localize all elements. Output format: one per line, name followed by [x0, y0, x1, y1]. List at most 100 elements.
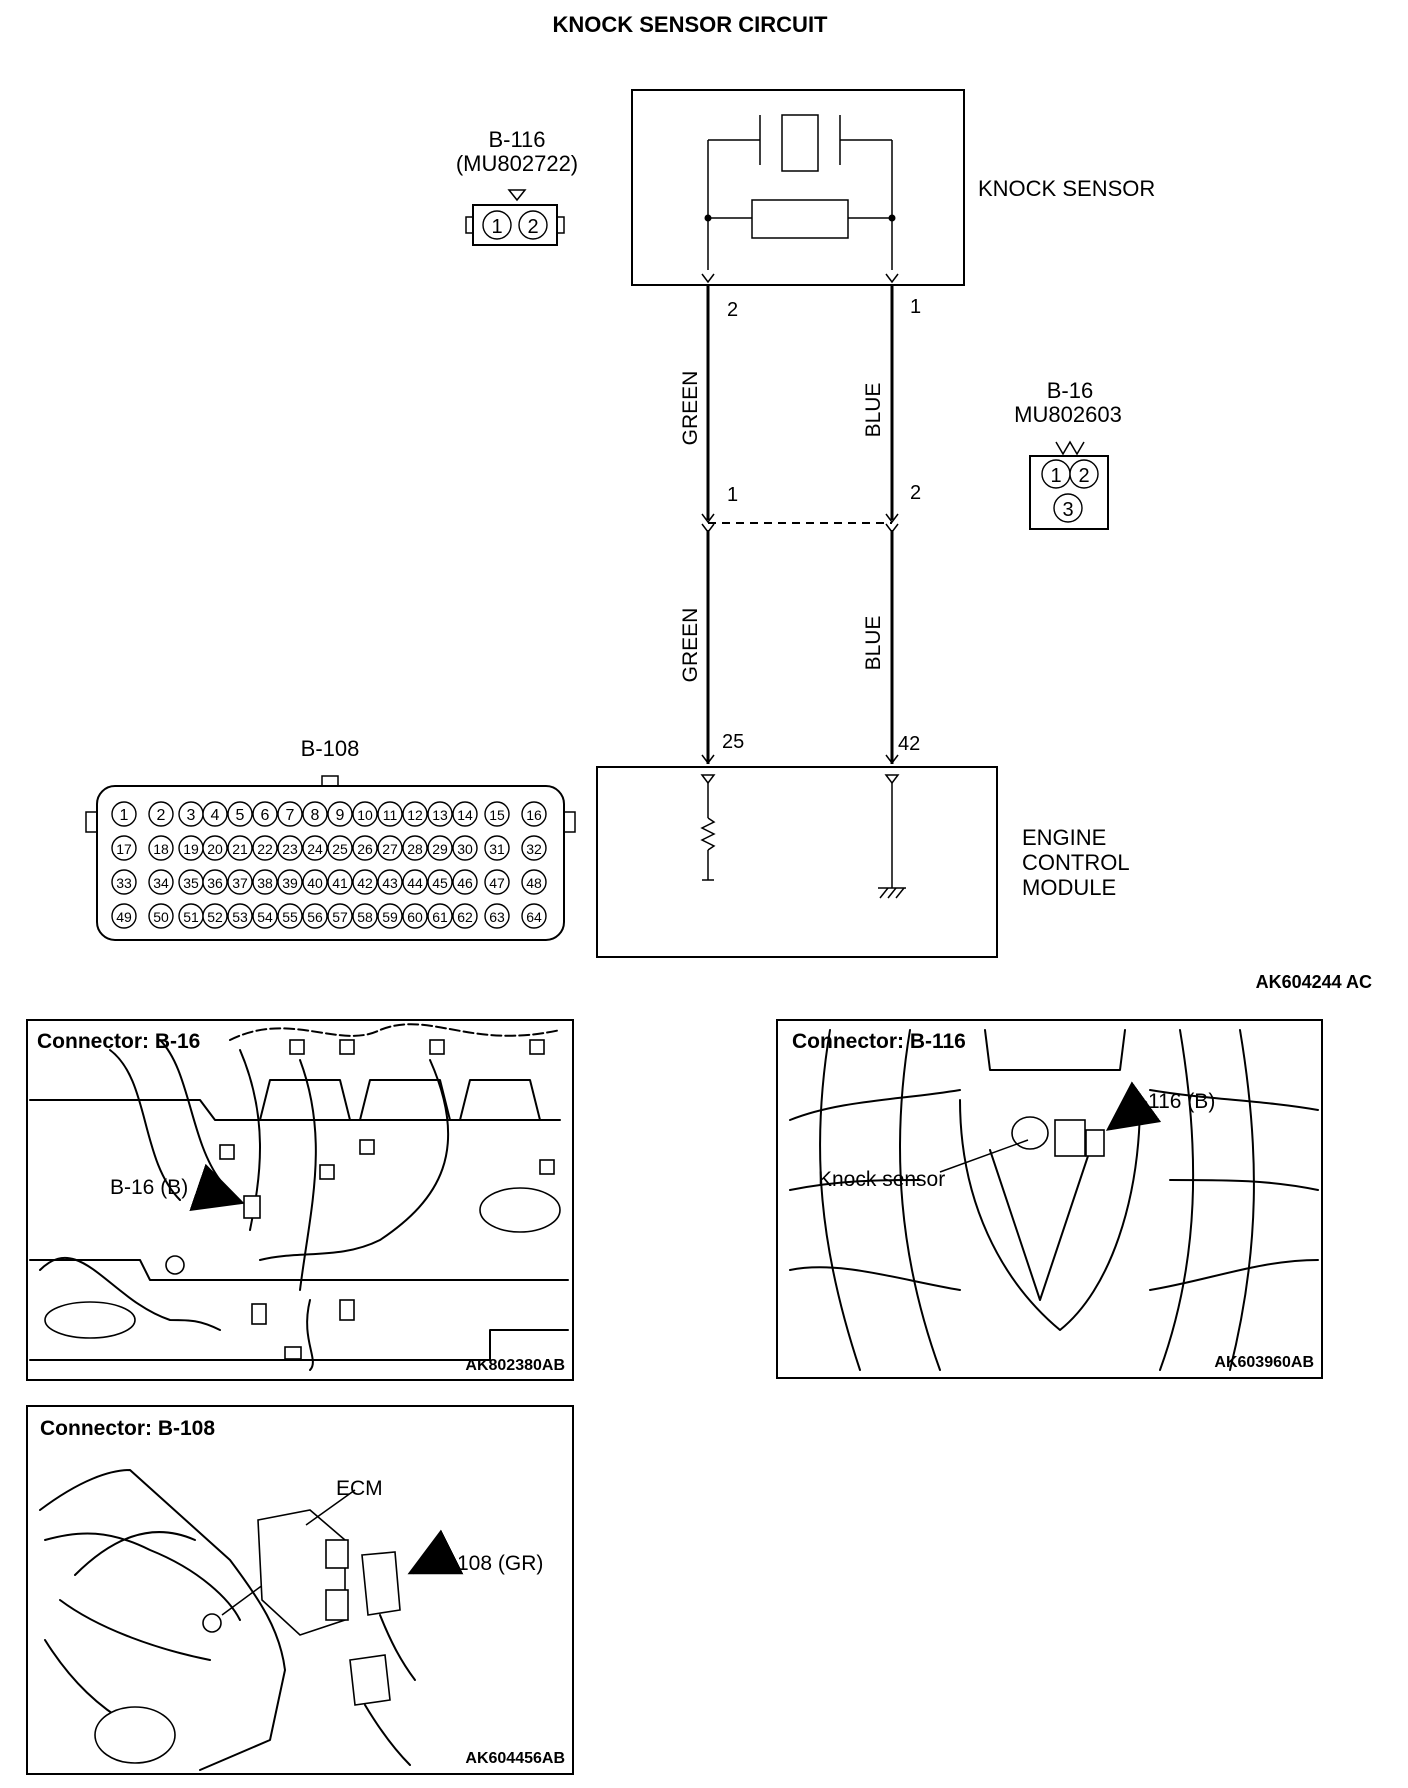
b108-pin-number: 25	[332, 841, 348, 857]
b108-pin-circle	[352, 801, 378, 827]
b108-pin-circle	[302, 801, 328, 827]
b108-pin-number: 29	[432, 841, 448, 857]
b108-pin-circle	[252, 801, 278, 827]
b108-pin-number: 11	[383, 807, 398, 823]
b108-pin-number: 57	[332, 909, 348, 925]
b108-pin-number: 7	[286, 807, 295, 824]
panel-b116-callout: B-116 (B)	[1127, 1090, 1215, 1113]
b108-pin-number: 22	[257, 841, 273, 857]
connector-b16-pin-1: 1	[1050, 465, 1061, 487]
b108-pin-circle	[427, 869, 453, 895]
b108-pin-circle	[521, 903, 547, 929]
b108-pin-circle	[377, 869, 403, 895]
connector-b116-pin-1: 1	[491, 216, 502, 238]
b108-pin-circle	[148, 869, 174, 895]
b108-pin-number: 48	[526, 875, 542, 891]
b108-pin-circle	[277, 903, 303, 929]
b108-pin-number: 4	[211, 807, 220, 824]
b108-pin-circle	[148, 835, 174, 861]
b108-pin-number: 55	[282, 909, 298, 925]
b108-pin-number: 41	[332, 875, 348, 891]
b108-pin-circle	[521, 869, 547, 895]
panel-b116-code: AK603960AB	[1214, 1354, 1314, 1371]
b108-pin-circle	[202, 903, 228, 929]
panel-b16-callout: B-16 (B)	[110, 1176, 188, 1199]
panel-connector-b16: Connector: B-16 B-16 (B) AK802380AB	[26, 1019, 574, 1381]
diagram-code: AK604244 AC	[1256, 972, 1372, 992]
ecm-label-line-3: MODULE	[1022, 875, 1116, 900]
panel-b108-callout: B-108 (GR)	[436, 1552, 543, 1575]
green-ecm-pin: 25	[722, 731, 744, 753]
ecm-component	[596, 766, 998, 958]
b108-pin-number: 26	[357, 841, 373, 857]
b108-pin-number: 28	[407, 841, 423, 857]
b108-pin-circle	[302, 835, 328, 861]
b108-pin-circle	[377, 835, 403, 861]
connector-b116-pin-2: 2	[527, 216, 538, 238]
connector-b116-symbol: B-116 (MU802722) 1 2	[456, 127, 578, 246]
b108-pin-circle	[277, 869, 303, 895]
connector-b16-pin-2: 2	[1078, 465, 1089, 487]
panel-connector-b108: Connector: B-108 ECM B-108 (GR) AK604456…	[26, 1405, 574, 1775]
b108-pin-circle	[402, 801, 428, 827]
b108-pin-number: 32	[526, 841, 542, 857]
b108-pin-circle	[327, 801, 353, 827]
b108-pin-number: 33	[116, 875, 132, 891]
b108-pin-number: 20	[207, 841, 223, 857]
b108-pin-number: 1	[120, 807, 129, 824]
b108-pin-circle	[252, 903, 278, 929]
b108-pin-circle	[148, 903, 174, 929]
b108-pin-circle	[111, 903, 137, 929]
blue-sensor-pin: 1	[910, 296, 921, 318]
b108-pin-circle	[302, 903, 328, 929]
b108-pin-number: 18	[153, 841, 169, 857]
b108-pin-number: 43	[382, 875, 398, 891]
b108-pin-number: 42	[357, 875, 373, 891]
b108-pin-number: 17	[116, 841, 132, 857]
b108-pin-number: 61	[432, 909, 448, 925]
b108-pin-circle	[427, 903, 453, 929]
b108-pin-number: 9	[336, 807, 345, 824]
b108-pin-number: 38	[257, 875, 273, 891]
b108-pin-circle	[227, 869, 253, 895]
b108-pin-circle	[327, 835, 353, 861]
b108-pin-number: 53	[232, 909, 248, 925]
b108-pin-circle	[452, 801, 478, 827]
b108-pin-circle	[327, 903, 353, 929]
b108-pin-circle	[377, 903, 403, 929]
b108-pin-circle	[227, 903, 253, 929]
b108-pin-number: 44	[407, 875, 423, 891]
b108-pin-number: 27	[382, 841, 398, 857]
panel-b108-ecm-label: ECM	[336, 1477, 383, 1500]
b108-pin-circle	[111, 801, 137, 827]
b108-pin-number: 16	[526, 807, 542, 823]
b108-pin-number: 62	[457, 909, 473, 925]
b108-pin-number: 34	[153, 875, 169, 891]
b108-pin-number: 49	[116, 909, 132, 925]
b108-pin-number: 52	[207, 909, 223, 925]
b108-pin-number: 59	[382, 909, 398, 925]
b108-pin-number: 37	[232, 875, 248, 891]
b108-pin-circle	[352, 869, 378, 895]
b108-pin-circle	[227, 801, 253, 827]
b108-pin-number: 24	[307, 841, 323, 857]
b108-pin-number: 45	[432, 875, 448, 891]
b108-pin-circle	[327, 869, 353, 895]
b108-pin-circle	[452, 869, 478, 895]
b108-pin-number: 15	[489, 807, 505, 823]
b108-pin-circle	[521, 801, 547, 827]
b108-pin-number: 46	[457, 875, 473, 891]
b108-pin-circle	[252, 869, 278, 895]
panel-b16-title: Connector: B-16	[37, 1030, 200, 1053]
b108-pin-circle	[202, 835, 228, 861]
b108-pin-number: 51	[183, 909, 199, 925]
b108-pin-number: 23	[282, 841, 298, 857]
b108-pin-number: 54	[257, 909, 273, 925]
panel-b108-title: Connector: B-108	[40, 1417, 215, 1440]
b108-pin-circle	[352, 835, 378, 861]
b108-pin-number: 40	[307, 875, 323, 891]
b108-pin-number: 5	[236, 807, 245, 824]
b108-pin-circle	[277, 801, 303, 827]
